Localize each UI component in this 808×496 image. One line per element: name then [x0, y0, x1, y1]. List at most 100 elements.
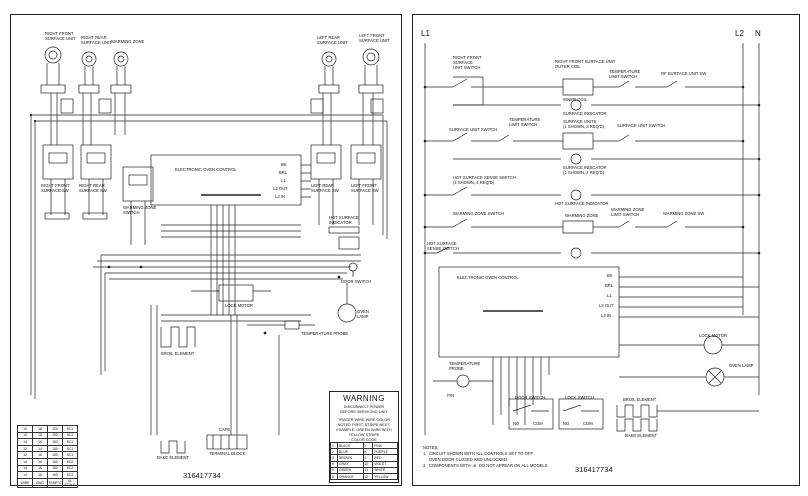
label-eoc-sch: ELECTRONIC OVEN CONTROL [457, 275, 519, 280]
label-wz-switch-sch: WARMING ZONE SWITCH [453, 211, 505, 216]
broil-element-sym [616, 404, 658, 418]
label-sunit-sw: SURFACE UNIT SWITCH [617, 123, 666, 128]
label-lr-sw: LEFT REAR SURFACE SW [311, 183, 339, 193]
label-cafe: CAFE [219, 427, 231, 432]
label-inner-coil: INNER COIL [563, 97, 587, 102]
label-broil: BROIL ELEMENT [161, 351, 195, 356]
wire-table-cell: SC1 [62, 451, 78, 459]
warning-line-4: NOTED FIRST, STRIPE NEXT. [337, 423, 391, 427]
color-code-cell: 6 [329, 472, 339, 481]
label-wz-limit: WARMING ZONE LIMIT SWITCH [611, 207, 645, 217]
label-sch-l2in: L2 IN [601, 313, 612, 318]
label-lf-sw: LEFT FRONT SURFACE SW [351, 183, 379, 193]
door-switch-symbol [348, 262, 358, 277]
wire-table-cell: 200 [47, 425, 63, 433]
oven-lamp-sym [619, 367, 759, 387]
wiring-diagram-drawing [29, 46, 388, 454]
label-lock-motor: LOCK MOTOR [225, 303, 254, 308]
schematic-sheet: L1 L2 N RIGHT FRONT SURFACE UNIT SWITCH … [412, 14, 800, 486]
label-rf-surface: RIGHT FRONT SURFACE UNIT [45, 31, 76, 41]
broil-element-symbol [160, 326, 196, 348]
wire-table-cell: 150 [47, 471, 63, 479]
label-lr-surface: LEFT REAR SURFACE UNIT [317, 35, 348, 45]
wire-table-cell: 14 [32, 444, 48, 453]
rail-l2: L2 [735, 29, 744, 38]
label-lf-surface: LEFT FRONT SURFACE UNIT [359, 33, 390, 43]
bake-element-symbol [160, 440, 186, 454]
wire-table-cell: 14 [17, 438, 33, 446]
label-sch-l2out: L2 OUT [599, 303, 614, 308]
label-wz: WARMING ZONE [565, 213, 599, 218]
label-eoc: ELECTRONIC OVEN CONTROL [175, 167, 237, 172]
warning-line-6: YELLOW STRIPE [348, 433, 380, 437]
label-lock-switch: LOCK SWITCH [565, 395, 595, 400]
rail-n: N [755, 29, 761, 38]
warming-zone-coil [113, 51, 129, 67]
wire-table-cell: TEMP°C [47, 477, 63, 488]
lock-motor-symbol [619, 335, 759, 355]
wire-table-cell: SC1 [62, 438, 78, 446]
eoc-box-schematic [438, 266, 620, 358]
label-hot-sense-2: HOT SURFACE SENSE SWITCH [427, 241, 459, 251]
part-number-right: 316417734 [575, 465, 613, 474]
wire-table-cell: SC2 [62, 471, 78, 479]
label-lock-motor-sch: LOCK MOTOR [699, 333, 728, 338]
label-temp-limit: TEMPERATURE LIMIT SWITCH [609, 69, 641, 79]
wire-table-cell: 16 [32, 464, 48, 473]
label-eoc-bk: BK [281, 162, 287, 167]
label-bake-sch: BAKE ELEMENT [625, 433, 658, 438]
rail-l1: L1 [421, 29, 430, 38]
oven-lamp-symbol [337, 283, 357, 323]
wire-table-cell: SC2 [62, 457, 78, 466]
label-rf-switch: RIGHT FRONT SURFACE UNIT SWITCH [453, 55, 482, 70]
wire-table-cell: UL STYLE [62, 477, 78, 488]
notes: NOTES: 1. CIRCUIT SHOWN WITH ALL CONTROL… [423, 445, 548, 468]
temperature-probe-symbol [433, 374, 493, 388]
color-code-cell: ORANGE [337, 472, 364, 481]
wire-table-cell: 16 [32, 457, 48, 466]
wire-table-cell: 10 [17, 431, 33, 440]
rr-surface-unit-coil [81, 51, 97, 67]
color-code-cell: 12 [362, 472, 374, 481]
wire-table-cell: 150 [47, 464, 63, 473]
label-temp-probe-sch: TEMPERATURE PROBE [449, 361, 481, 371]
label-hot-ind: HOT SURFACE INDICATOR [555, 201, 609, 206]
color-code-title: COLOR CODE [351, 438, 377, 442]
schematic-drawing [423, 43, 761, 435]
label-sch-l1: L1 [607, 293, 612, 298]
wire-table-cell: 150 [47, 438, 63, 446]
warning-line-2: BEFORE SERVICING UNIT [340, 410, 388, 414]
label-rf-unit: RIGHT FRONT SURFACE UNIT OUTER COIL [555, 59, 616, 69]
label-door-switch: DOOR SWITCH [341, 279, 372, 284]
label-rf-sw: RIGHT FRONT SURFACE SW [41, 183, 70, 193]
rf-surface-unit-coil [44, 46, 62, 64]
wire-table-cell: SC2 [62, 464, 78, 473]
label-sch-bk: BK [607, 273, 613, 278]
wire-table-cell: 14 [17, 457, 33, 466]
wire-table-cell: 12 [17, 444, 33, 453]
label-surf-ind-2: SURFACE INDICATOR (1 SHOWN, 4 REQ'D) [563, 165, 607, 175]
label-temp-probe: TEMPERATURE PROBE [301, 331, 349, 336]
wire-table-cell: 150 [47, 451, 63, 459]
label-sunits: SURFACE UNITS (1 SHOWN, 3 REQ'D) [563, 119, 605, 129]
color-code-cell: YELLOW [372, 472, 398, 481]
wire-table-cell: WIRE [17, 477, 33, 488]
wiring-diagram-sheet: RIGHT FRONT SURFACE UNIT RIGHT REAR SURF… [10, 14, 402, 488]
label-hot-surface: HOT SURFACE INDICATOR [329, 215, 359, 225]
warning-line-5: EXAMPLE: GREEN WIRE WITH [336, 428, 392, 432]
label-eoc-l2in: L2 IN [275, 194, 286, 199]
wire-table-cell: SC1 [62, 444, 78, 453]
label-terminal: TERMINAL BLOCK [209, 451, 246, 456]
